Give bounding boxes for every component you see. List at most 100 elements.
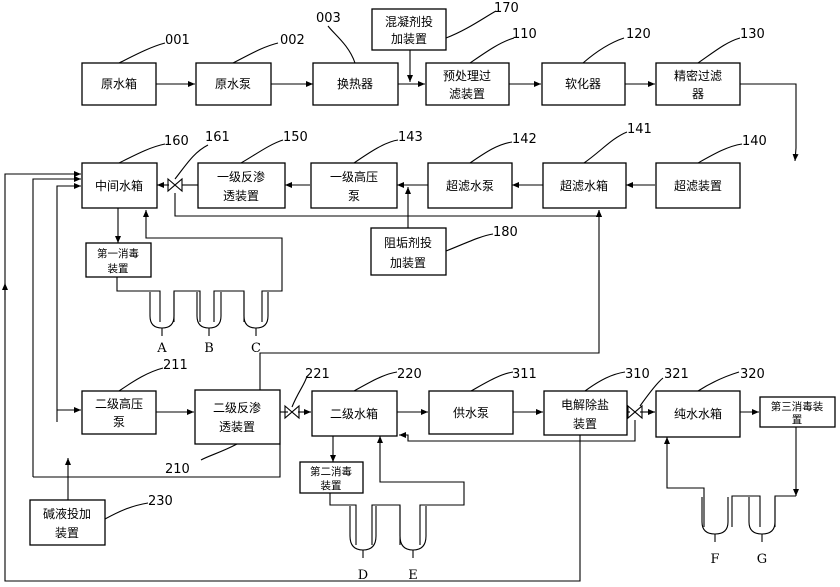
first-disinfection-label-1: 第一消毒 bbox=[97, 247, 139, 260]
supply-pump-label: 供水泵 bbox=[453, 406, 489, 420]
ref-221: 221 bbox=[305, 367, 330, 382]
second-disinfection: 第二消毒 装置 bbox=[299, 461, 364, 494]
ref-141: 141 bbox=[627, 122, 652, 137]
ref-170: 170 bbox=[494, 1, 519, 16]
reference-numbers: 001 002 003 170 110 120 130 160 161 150 … bbox=[148, 1, 767, 509]
point-a: A bbox=[156, 341, 167, 356]
point-e: E bbox=[408, 568, 418, 583]
ref-230: 230 bbox=[148, 494, 173, 509]
third-disinfection-label-1: 第三消毒装 bbox=[771, 400, 824, 413]
point-b: B bbox=[204, 341, 214, 356]
alkali-dosing-label-1: 碱液投加 bbox=[43, 506, 91, 521]
secondary-tank-label: 二级水箱 bbox=[330, 406, 378, 421]
primary-hp-pump-label-2: 泵 bbox=[348, 189, 360, 203]
secondary-ro-label-2: 透装置 bbox=[219, 420, 255, 434]
antiscalant-dosing-label-2: 加装置 bbox=[390, 256, 426, 270]
first-disinfection-label-2: 装置 bbox=[108, 262, 129, 275]
ref-160: 160 bbox=[164, 134, 189, 149]
softener-label: 软化器 bbox=[565, 77, 601, 91]
uf-pump-label: 超滤水泵 bbox=[446, 178, 494, 193]
pure-water-tank-label: 纯水水箱 bbox=[674, 406, 722, 421]
second-disinfection-label-2: 装置 bbox=[321, 479, 342, 492]
connections bbox=[2, 50, 799, 582]
secondary-hp-pump: 二级高压 泵 bbox=[81, 390, 157, 435]
edi-device-label-2: 装置 bbox=[573, 417, 597, 431]
primary-hp-pump-label-1: 一级高压 bbox=[330, 169, 378, 184]
secondary-hp-pump-label-2: 泵 bbox=[113, 415, 125, 429]
coagulant-dosing-label-2: 加装置 bbox=[391, 32, 427, 46]
primary-ro-label-2: 透装置 bbox=[223, 189, 259, 203]
third-disinfection: 第三消毒装 置 bbox=[759, 396, 836, 428]
ref-003: 003 bbox=[316, 11, 341, 26]
pretreatment-filter-label-2: 滤装置 bbox=[449, 87, 485, 101]
secondary-tank: 二级水箱 bbox=[311, 390, 398, 437]
sampling-vessels bbox=[149, 292, 776, 558]
third-disinfection-label-2: 置 bbox=[792, 414, 803, 426]
ref-110: 110 bbox=[512, 27, 537, 42]
ref-321: 321 bbox=[664, 367, 689, 382]
valve-221 bbox=[284, 404, 300, 420]
valve-161 bbox=[167, 177, 183, 193]
edi-device-label-1: 电解除盐 bbox=[561, 397, 609, 412]
uf-device-label: 超滤装置 bbox=[674, 178, 722, 193]
ref-180: 180 bbox=[493, 225, 518, 240]
heat-exchanger: 换热器 bbox=[312, 62, 399, 106]
primary-hp-pump: 一级高压 泵 bbox=[310, 162, 398, 209]
supply-pump: 供水泵 bbox=[428, 390, 514, 435]
ref-001: 001 bbox=[165, 33, 190, 48]
softener: 软化器 bbox=[541, 62, 626, 106]
second-disinfection-label-1: 第二消毒 bbox=[310, 465, 352, 478]
point-d: D bbox=[358, 568, 368, 583]
precision-filter: 精密过滤 器 bbox=[655, 62, 741, 106]
edi-device: 电解除盐 装置 bbox=[543, 390, 628, 436]
alkali-dosing-label-2: 装置 bbox=[55, 526, 79, 540]
valve-310 bbox=[627, 404, 643, 420]
ref-311: 311 bbox=[512, 367, 537, 382]
raw-water-tank: 原水箱 bbox=[81, 62, 157, 106]
sampling-point-labels: A B C D E F G bbox=[156, 341, 767, 583]
intermediate-tank-label: 中间水箱 bbox=[95, 178, 143, 193]
alkali-dosing: 碱液投加 装置 bbox=[29, 499, 106, 546]
point-g: G bbox=[757, 552, 767, 567]
first-disinfection: 第一消毒 装置 bbox=[85, 242, 152, 278]
secondary-ro: 二级反渗 透装置 bbox=[194, 389, 281, 445]
antiscalant-dosing: 阻垢剂投 加装置 bbox=[370, 227, 447, 276]
uf-tank-label: 超滤水箱 bbox=[560, 178, 608, 193]
heat-exchanger-label: 换热器 bbox=[337, 77, 373, 91]
point-c: C bbox=[251, 341, 261, 356]
leader-lines bbox=[104, 10, 743, 520]
secondary-hp-pump-label-1: 二级高压 bbox=[95, 396, 143, 411]
ref-143: 143 bbox=[398, 130, 423, 145]
pretreatment-filter: 预处理过 滤装置 bbox=[425, 62, 510, 106]
antiscalant-dosing-label-1: 阻垢剂投 bbox=[384, 235, 432, 250]
ref-161: 161 bbox=[205, 130, 230, 145]
pretreatment-filter-label-1: 预处理过 bbox=[443, 69, 491, 83]
raw-water-tank-label: 原水箱 bbox=[101, 76, 137, 91]
ref-211: 211 bbox=[163, 358, 188, 373]
ref-220: 220 bbox=[397, 367, 422, 382]
coagulant-dosing-label-1: 混凝剂投 bbox=[385, 14, 433, 29]
ref-320: 320 bbox=[740, 367, 765, 382]
precision-filter-label-2: 器 bbox=[692, 87, 704, 101]
intermediate-tank: 中间水箱 bbox=[81, 162, 158, 209]
ref-002: 002 bbox=[280, 33, 305, 48]
primary-ro-label-1: 一级反渗 bbox=[217, 169, 265, 184]
uf-tank: 超滤水箱 bbox=[542, 162, 627, 209]
uf-pump: 超滤水泵 bbox=[427, 162, 513, 209]
ref-150: 150 bbox=[283, 130, 308, 145]
uf-device: 超滤装置 bbox=[655, 162, 741, 209]
ref-120: 120 bbox=[626, 27, 651, 42]
ref-130: 130 bbox=[740, 27, 765, 42]
pure-water-tank: 纯水水箱 bbox=[655, 390, 741, 438]
point-f: F bbox=[710, 552, 719, 567]
ref-142: 142 bbox=[512, 132, 537, 147]
ref-310: 310 bbox=[625, 367, 650, 382]
precision-filter-label-1: 精密过滤 bbox=[674, 68, 722, 83]
raw-water-pump-label: 原水泵 bbox=[215, 77, 251, 91]
ref-210: 210 bbox=[165, 462, 190, 477]
ref-140: 140 bbox=[742, 134, 767, 149]
raw-water-pump: 原水泵 bbox=[195, 62, 272, 106]
primary-ro: 一级反渗 透装置 bbox=[197, 162, 286, 209]
coagulant-dosing: 混凝剂投 加装置 bbox=[371, 8, 447, 51]
